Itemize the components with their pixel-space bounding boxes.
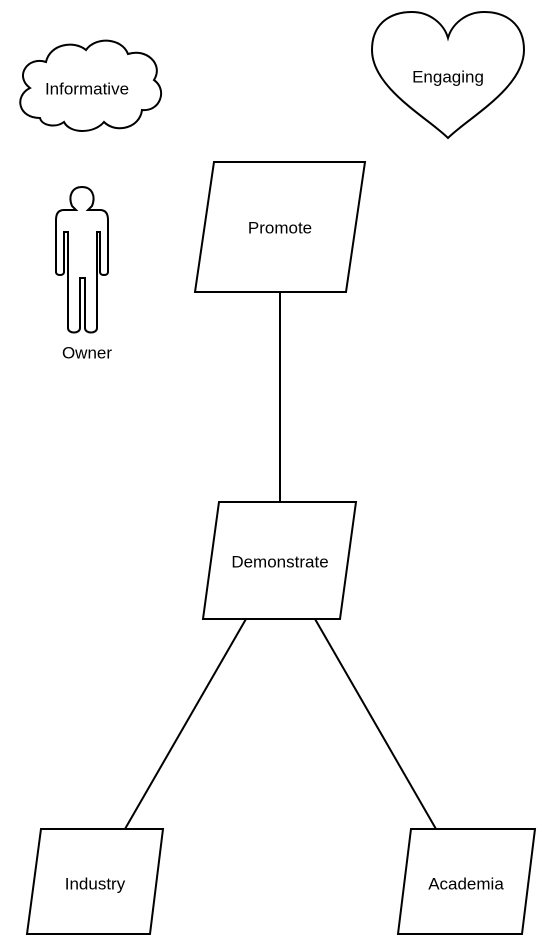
node-owner-label: Owner bbox=[62, 343, 112, 362]
parallelogram-shape bbox=[396, 828, 537, 935]
node-engaging: Engaging bbox=[370, 10, 526, 140]
heart-shape bbox=[370, 10, 526, 140]
node-demonstrate: Demonstrate bbox=[201, 501, 358, 620]
edge-demonstrate-industry bbox=[124, 618, 247, 830]
parallelogram-shape bbox=[201, 501, 358, 620]
node-promote: Promote bbox=[193, 161, 367, 293]
node-academia: Academia bbox=[396, 828, 537, 935]
node-informative-label: Informative bbox=[45, 79, 129, 98]
parallelogram-shape bbox=[193, 161, 367, 293]
node-owner: Owner bbox=[55, 185, 112, 362]
node-industry-label: Industry bbox=[65, 874, 126, 893]
node-informative: Informative bbox=[19, 39, 163, 132]
node-demonstrate-label: Demonstrate bbox=[231, 552, 328, 571]
node-industry: Industry bbox=[25, 828, 165, 935]
edge-demonstrate-academia bbox=[314, 618, 437, 830]
node-academia-label: Academia bbox=[428, 874, 504, 893]
node-engaging-label: Engaging bbox=[412, 67, 484, 86]
parallelogram-shape bbox=[25, 828, 165, 935]
node-promote-label: Promote bbox=[248, 218, 312, 237]
cloud-shape bbox=[19, 39, 163, 132]
actor-icon bbox=[55, 185, 109, 334]
